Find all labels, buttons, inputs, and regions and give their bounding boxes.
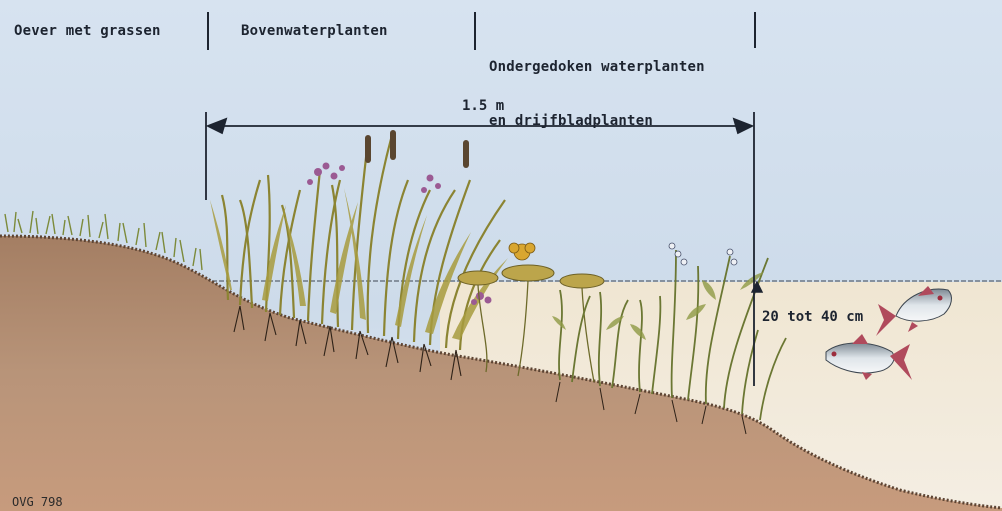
zone-label-submerged: Ondergedoken waterplanten en drijfbladpl… bbox=[489, 22, 705, 166]
zone-label-emergent: Bovenwaterplanten bbox=[241, 22, 388, 40]
width-label: 1.5 m bbox=[462, 98, 504, 114]
zone-label-submerged-line2: en drijfbladplanten bbox=[489, 112, 705, 130]
depth-label: 20 tot 40 cm bbox=[762, 309, 863, 325]
zone-label-submerged-line1: Ondergedoken waterplanten bbox=[489, 58, 705, 76]
figure-code: OVG 798 bbox=[12, 495, 63, 509]
zone-label-bank: Oever met grassen bbox=[14, 22, 161, 40]
